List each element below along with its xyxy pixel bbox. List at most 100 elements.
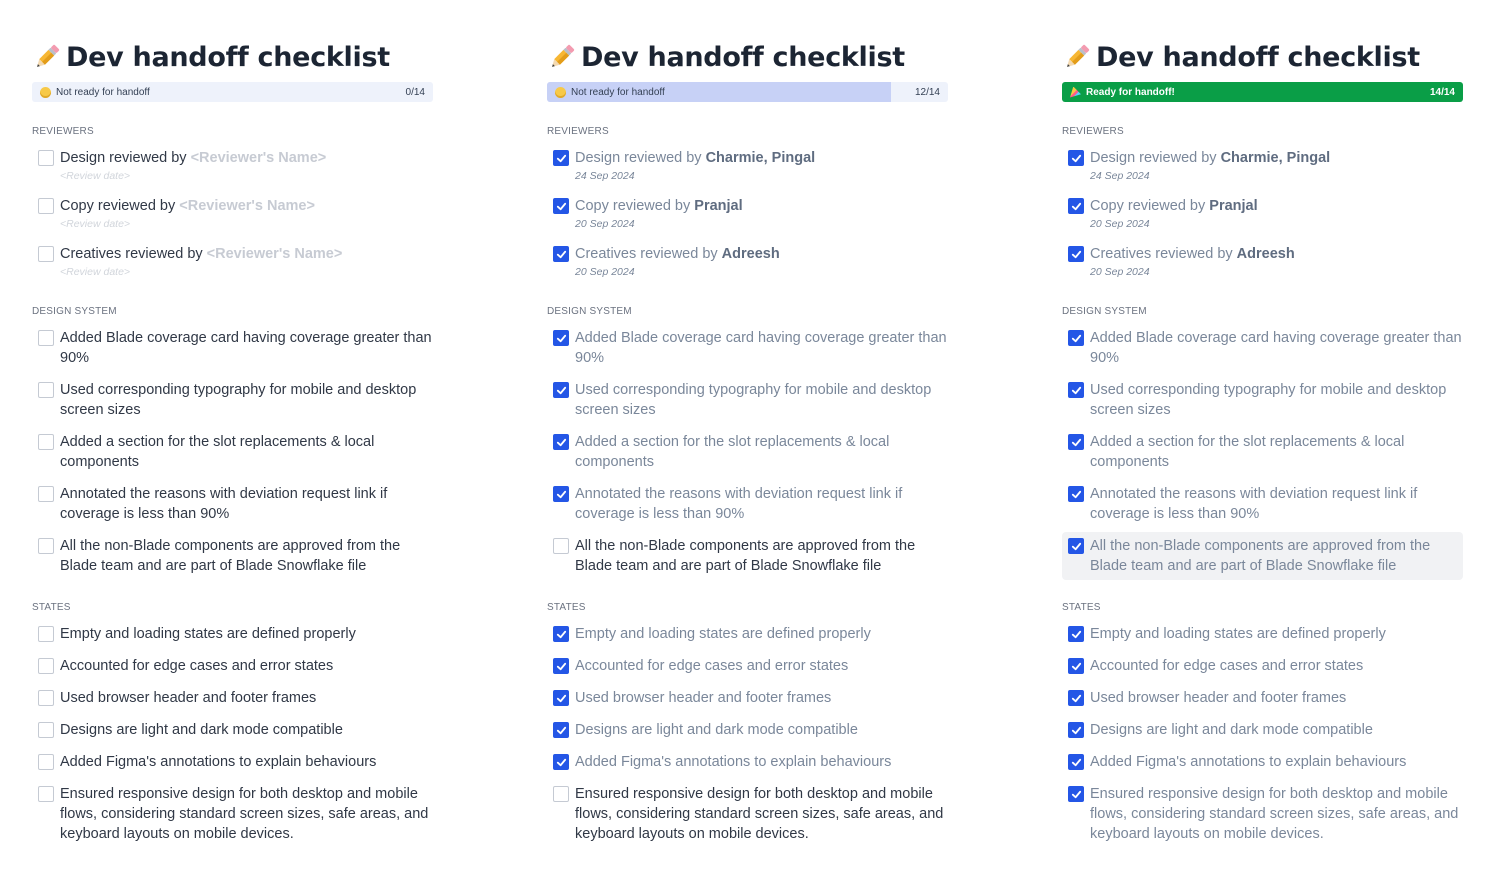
checkbox[interactable] [38,658,54,674]
check-icon [1071,726,1081,734]
checklist-item[interactable]: Used corresponding typography for mobile… [547,376,948,424]
checkbox[interactable] [38,246,54,262]
checklist-item[interactable]: Annotated the reasons with deviation req… [1062,480,1463,528]
item-label: Copy reviewed by [1090,198,1210,214]
check-icon [556,662,566,670]
checklist-item[interactable]: Designs are light and dark mode compatib… [1062,716,1463,744]
checklist-item[interactable]: Ensured responsive design for both deskt… [1062,780,1463,848]
checkbox[interactable] [1068,246,1084,262]
checklist-item[interactable]: Added Blade coverage card having coverag… [547,324,948,372]
checkbox[interactable] [38,486,54,502]
checkbox[interactable] [553,786,569,802]
checklist-item[interactable]: All the non-Blade components are approve… [547,532,948,580]
checkbox[interactable] [1068,434,1084,450]
checkbox[interactable] [553,722,569,738]
checkbox[interactable] [1068,690,1084,706]
check-icon [556,438,566,446]
checkbox[interactable] [553,690,569,706]
checkbox[interactable] [1068,150,1084,166]
checkbox[interactable] [1068,538,1084,554]
checkbox[interactable] [38,538,54,554]
checkbox[interactable] [553,538,569,554]
checkbox[interactable] [1068,722,1084,738]
checkbox[interactable] [1068,626,1084,642]
checklist-item[interactable]: Added Figma's annotations to explain beh… [547,748,948,776]
checklist-item[interactable]: Used browser header and footer frames [547,684,948,712]
checkbox[interactable] [38,786,54,802]
checklist-item[interactable]: Empty and loading states are defined pro… [547,620,948,648]
checklist-item[interactable]: Ensured responsive design for both deskt… [32,780,433,848]
checkbox[interactable] [553,486,569,502]
checkbox[interactable] [38,198,54,214]
item-label: Ensured responsive design for both deskt… [575,786,944,842]
item-label: All the non-Blade components are approve… [1090,538,1431,574]
checklist-item[interactable]: Added Figma's annotations to explain beh… [32,748,433,776]
checkbox[interactable] [1068,786,1084,802]
item-label: Creatives reviewed by [575,246,722,262]
checkbox[interactable] [1068,754,1084,770]
checklist-item[interactable]: Accounted for edge cases and error state… [547,652,948,680]
section-title-states: STATES [32,602,71,613]
reviewer-item[interactable]: Design reviewed by <Reviewer's Name><Rev… [32,144,433,188]
checklist-item[interactable]: Added a section for the slot replacement… [547,428,948,476]
section-title-reviewers: REVIEWERS [547,126,609,137]
checkbox[interactable] [553,658,569,674]
checklist-item[interactable]: Added Blade coverage card having coverag… [32,324,433,372]
checklist-item[interactable]: Added Blade coverage card having coverag… [1062,324,1463,372]
checkbox[interactable] [553,626,569,642]
check-icon [556,630,566,638]
checklist-item[interactable]: Designs are light and dark mode compatib… [547,716,948,744]
checkbox[interactable] [38,330,54,346]
checkbox[interactable] [553,246,569,262]
checkbox[interactable] [38,434,54,450]
checklist-item[interactable]: Added a section for the slot replacement… [1062,428,1463,476]
checkbox[interactable] [1068,658,1084,674]
checkbox[interactable] [553,330,569,346]
checklist-item[interactable]: Annotated the reasons with deviation req… [32,480,433,528]
checkbox[interactable] [553,198,569,214]
checklist-item[interactable]: Added Figma's annotations to explain beh… [1062,748,1463,776]
checklist-item[interactable]: All the non-Blade components are approve… [32,532,433,580]
check-icon [556,726,566,734]
reviewer-item[interactable]: Creatives reviewed by <Reviewer's Name><… [32,240,433,284]
pencil-icon [1062,42,1092,72]
checkbox[interactable] [1068,198,1084,214]
checkbox[interactable] [38,626,54,642]
checklist-item[interactable]: Accounted for edge cases and error state… [1062,652,1463,680]
checkbox[interactable] [38,382,54,398]
checklist-item[interactable]: Designs are light and dark mode compatib… [32,716,433,744]
checkbox[interactable] [553,434,569,450]
reviewer-item[interactable]: Copy reviewed by <Reviewer's Name><Revie… [32,192,433,236]
item-label: Added a section for the slot replacement… [1090,434,1405,470]
checkbox[interactable] [1068,330,1084,346]
checkbox[interactable] [553,382,569,398]
checklist-item[interactable]: Annotated the reasons with deviation req… [547,480,948,528]
checklist-item[interactable]: Added a section for the slot replacement… [32,428,433,476]
checkbox[interactable] [38,754,54,770]
item-label: Creatives reviewed by [1090,246,1237,262]
checklist-item[interactable]: Accounted for edge cases and error state… [32,652,433,680]
checklist-item[interactable]: Used browser header and footer frames [32,684,433,712]
checkbox[interactable] [38,690,54,706]
checklist-item[interactable]: Ensured responsive design for both deskt… [547,780,948,848]
checklist-item[interactable]: All the non-Blade components are approve… [1062,532,1463,580]
checkbox[interactable] [1068,382,1084,398]
checkbox[interactable] [553,150,569,166]
checklist-item[interactable]: Empty and loading states are defined pro… [32,620,433,648]
checklist-item[interactable]: Used browser header and footer frames [1062,684,1463,712]
checklist-item[interactable]: Used corresponding typography for mobile… [1062,376,1463,424]
checklist-item[interactable]: Used corresponding typography for mobile… [32,376,433,424]
checkbox[interactable] [1068,486,1084,502]
checklist-item[interactable]: Empty and loading states are defined pro… [1062,620,1463,648]
checkbox[interactable] [553,754,569,770]
checkbox[interactable] [38,722,54,738]
checkbox[interactable] [38,150,54,166]
